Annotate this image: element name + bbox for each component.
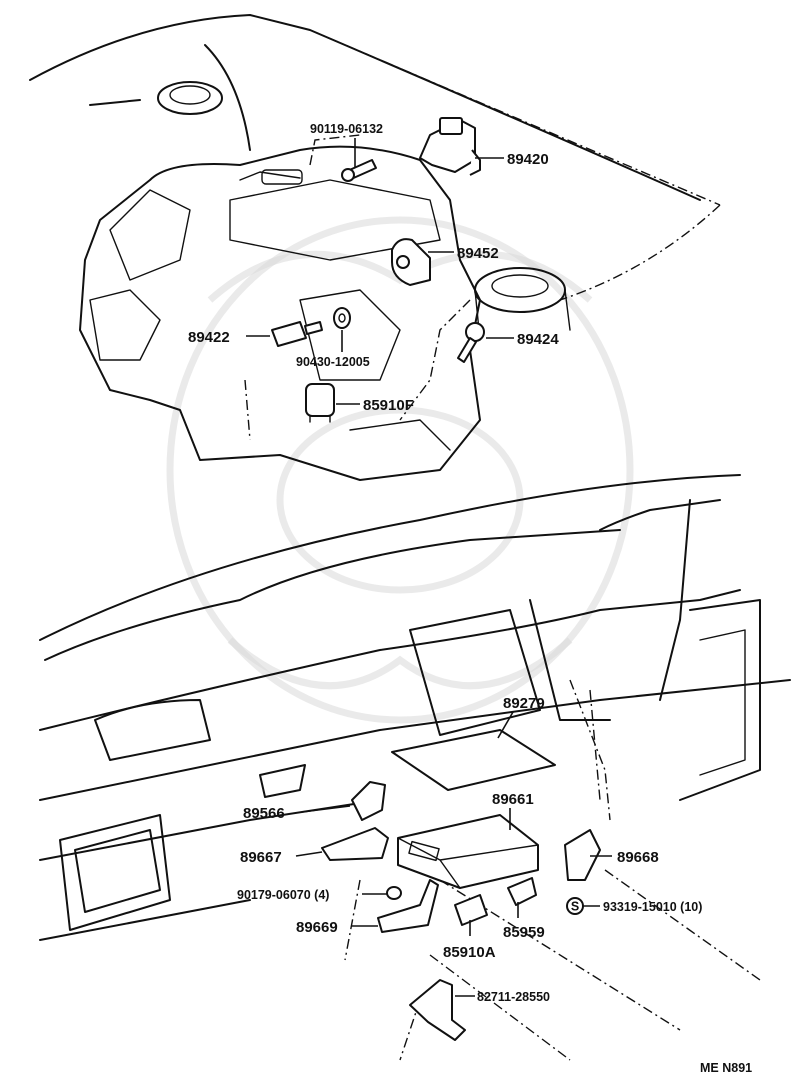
label-90179-06070: 90179-06070 (4) — [237, 888, 329, 902]
engine-bay-outline — [29, 14, 721, 481]
part-82711-bracket[interactable] — [409, 979, 466, 1041]
label-89452: 89452 — [457, 245, 499, 262]
label-90430-12005: 90430-12005 — [296, 355, 370, 369]
part-89566-bracket[interactable] — [351, 781, 386, 821]
part-90179-nut[interactable] — [386, 886, 402, 900]
label-85959: 85959 — [503, 924, 545, 941]
label-89422: 89422 — [188, 329, 230, 346]
part-89424-sensor[interactable] — [457, 322, 485, 363]
label-89279: 89279 — [503, 695, 545, 712]
label-93319-15010: 93319-15010 (10) — [603, 900, 702, 914]
label-89661: 89661 — [492, 791, 534, 808]
watermark-logo — [166, 216, 634, 724]
label-89668: 89668 — [617, 849, 659, 866]
part-85910a-relay[interactable] — [454, 894, 488, 926]
label-89420: 89420 — [507, 151, 549, 168]
part-89420-sensor[interactable] — [419, 117, 481, 176]
label-89667: 89667 — [240, 849, 282, 866]
label-85910a: 85910A — [443, 944, 496, 961]
leaders-lower — [295, 711, 612, 997]
part-89661-ecu[interactable] — [397, 814, 539, 889]
label-89566: 89566 — [243, 805, 285, 822]
part-90430-gasket[interactable] — [333, 307, 351, 329]
label-82711-28550: 82711-28550 — [477, 990, 550, 1004]
leaders-upper — [246, 138, 514, 405]
part-89422-sensor[interactable] — [271, 321, 323, 347]
part-85959-bracket[interactable] — [507, 877, 537, 906]
label-85910f: 85910F — [363, 397, 414, 414]
part-89668-bracket[interactable] — [564, 829, 601, 881]
part-90119-bolt[interactable] — [341, 159, 377, 182]
part-89452-sensor[interactable] — [391, 238, 431, 286]
label-89669: 89669 — [296, 919, 338, 936]
part-89669-bracket[interactable] — [377, 879, 439, 933]
part-number-labels: 90119-06132 89420 89452 89422 89424 9043… — [188, 122, 752, 1075]
screw-symbol-label: S — [571, 900, 579, 914]
part-89279-pad[interactable] — [391, 729, 556, 791]
label-90119-06132: 90119-06132 — [310, 122, 383, 136]
part-89667-bracket[interactable] — [321, 827, 389, 861]
part-85910f-relay[interactable] — [305, 383, 335, 423]
part-93319-screw[interactable]: S — [566, 897, 584, 915]
label-89424: 89424 — [517, 331, 559, 348]
dashboard-outline — [39, 474, 791, 1061]
reference-code: ME N891 — [700, 1061, 752, 1075]
